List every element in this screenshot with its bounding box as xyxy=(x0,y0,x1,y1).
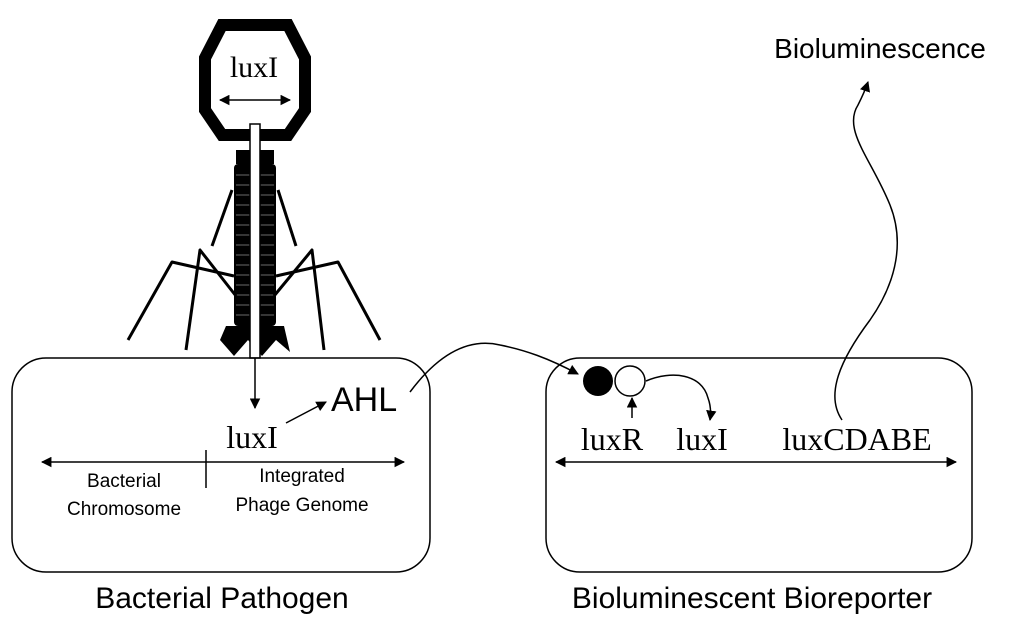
luxr-protein-icon xyxy=(583,366,613,396)
bioluminescence-label: Bioluminescence xyxy=(774,33,986,64)
pathogen-phage-genome-label-line1: Integrated xyxy=(259,466,345,487)
bioreporter-luxR-label: luxR xyxy=(581,421,644,457)
bacterial-pathogen-cell: luxI AHL Bacterial Chromosome Integrated… xyxy=(11,357,431,573)
pathogen-title: Bacterial Pathogen xyxy=(95,582,349,615)
phage-head xyxy=(199,19,311,141)
bioreporter-cell-outline xyxy=(545,357,973,573)
bioluminescence-arrow xyxy=(834,81,899,421)
pathogen-phage-genome-label-line2: Phage Genome xyxy=(235,495,368,516)
ahl-bound-icon xyxy=(614,365,646,397)
ahl-signal-arrow xyxy=(409,342,579,393)
pathogen-cell-outline xyxy=(11,357,431,573)
bioreporter-title: Bioluminescent Bioreporter xyxy=(572,582,932,615)
bioreporter-luxCDABE-label: luxCDABE xyxy=(782,421,931,457)
phage-head-gene-label: luxI xyxy=(230,51,278,84)
complex-activates-luxI-arrow xyxy=(645,374,717,422)
bioreporter-cell: luxR luxI luxCDABE xyxy=(545,357,973,573)
pathogen-luxI-label: luxI xyxy=(226,419,278,455)
bacteriophage: luxI xyxy=(126,19,382,410)
pathogen-ahl-label: AHL xyxy=(331,381,397,419)
pathogen-luxI-to-ahl-arrow xyxy=(285,401,327,424)
phage-inner-tube xyxy=(249,123,261,359)
pathogen-chromosome-label-line2: Chromosome xyxy=(67,499,181,520)
phage-tail-fibers xyxy=(126,189,382,351)
pathogen-chromosome-label-line1: Bacterial xyxy=(87,471,161,492)
bioreporter-luxI-label: luxI xyxy=(676,421,728,457)
